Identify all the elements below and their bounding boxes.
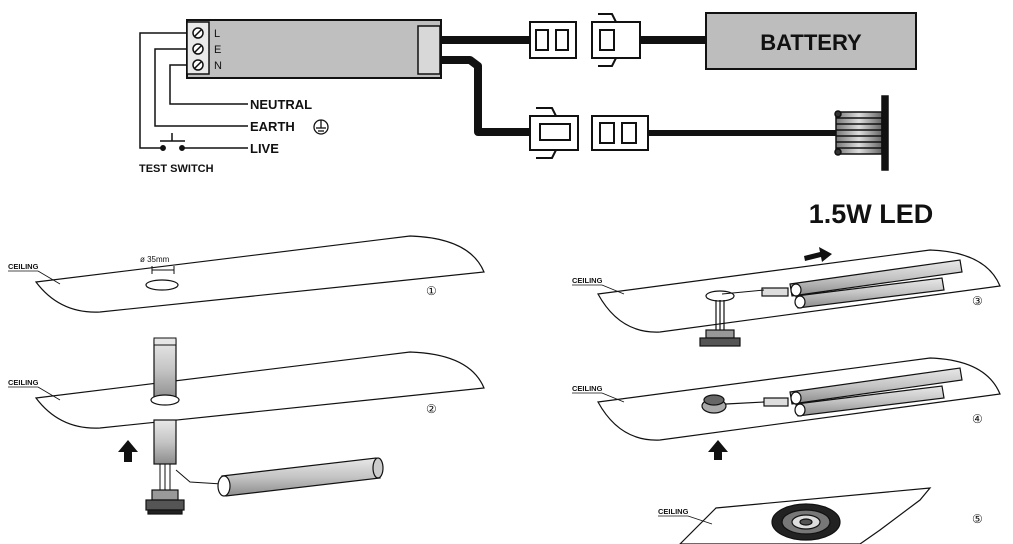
led-cable bbox=[441, 56, 530, 136]
step-marker: ⑤ bbox=[972, 512, 983, 526]
step-marker: ① bbox=[426, 284, 437, 298]
test-switch-label: TEST SWITCH bbox=[139, 163, 214, 175]
right-arrow-icon bbox=[804, 247, 832, 262]
battery-pack bbox=[705, 12, 917, 70]
neutral-label: NEUTRAL bbox=[250, 97, 312, 112]
ceiling-leader bbox=[601, 392, 625, 403]
ceiling-label: CEILING bbox=[572, 384, 603, 393]
step-marker: ② bbox=[426, 402, 437, 416]
step-1: ø 35mm CEILING ① bbox=[8, 235, 485, 313]
driver-tube bbox=[153, 339, 177, 401]
ceiling-leader bbox=[37, 386, 61, 401]
terminal-letter-l: L bbox=[214, 28, 220, 40]
battery-tubes bbox=[761, 259, 963, 309]
step-marker: ③ bbox=[972, 294, 983, 308]
terminal-letter-n: N bbox=[214, 60, 222, 72]
led-label: 1.5W LED bbox=[809, 199, 934, 229]
led-head bbox=[145, 489, 185, 515]
step-2: CEILING ② bbox=[8, 337, 485, 515]
hole-dimension: ø 35mm bbox=[140, 255, 170, 264]
test-switch bbox=[160, 133, 185, 151]
battery-connector bbox=[529, 13, 641, 67]
ceiling-leader bbox=[687, 515, 713, 525]
earth-symbol-icon bbox=[313, 119, 329, 135]
terminal-letter-e: E bbox=[214, 44, 221, 56]
ceiling-label: CEILING bbox=[8, 262, 39, 271]
dimension-marks bbox=[151, 266, 175, 274]
up-arrow-icon bbox=[708, 440, 728, 460]
earth-label: EARTH bbox=[250, 119, 295, 134]
battery-tube bbox=[217, 457, 384, 497]
step-5: CEILING ⑤ bbox=[658, 487, 983, 544]
driver-module bbox=[186, 19, 442, 79]
driver-end-cap bbox=[417, 25, 441, 75]
led-head-tilted bbox=[701, 394, 765, 414]
ceiling-hole bbox=[705, 290, 735, 302]
ceiling-panel bbox=[34, 235, 485, 313]
driver-tube-top bbox=[153, 337, 177, 346]
lamp-wires bbox=[159, 464, 223, 490]
step-marker: ④ bbox=[972, 412, 983, 426]
ceiling-leader bbox=[601, 284, 625, 295]
ceiling-label: CEILING bbox=[8, 378, 39, 387]
live-label: LIVE bbox=[250, 141, 279, 156]
step-4: CEILING ④ bbox=[572, 357, 1001, 460]
wiring-diagram: L E N NEUTRAL EARTH LIVE TEST SWITCH bbox=[139, 12, 934, 229]
ceiling-label: CEILING bbox=[658, 507, 689, 516]
ceiling-panel bbox=[34, 351, 485, 429]
led-connector bbox=[529, 107, 649, 159]
mains-wires bbox=[139, 32, 248, 149]
ceiling-leader bbox=[37, 270, 61, 285]
driver-tube-lower bbox=[153, 419, 177, 465]
battery-label: BATTERY bbox=[760, 30, 862, 55]
led-head bbox=[699, 300, 741, 347]
installed-led bbox=[771, 503, 841, 541]
ceiling-hole bbox=[150, 394, 180, 406]
ceiling-hole bbox=[145, 279, 179, 291]
driver-lead bbox=[721, 289, 765, 295]
step-3: CEILING ③ bbox=[572, 247, 1001, 347]
terminal-screws bbox=[192, 27, 204, 71]
ceiling-label: CEILING bbox=[572, 276, 603, 285]
up-arrow-icon bbox=[118, 440, 138, 462]
battery-tubes bbox=[763, 367, 963, 417]
led-luminaire bbox=[834, 95, 889, 171]
